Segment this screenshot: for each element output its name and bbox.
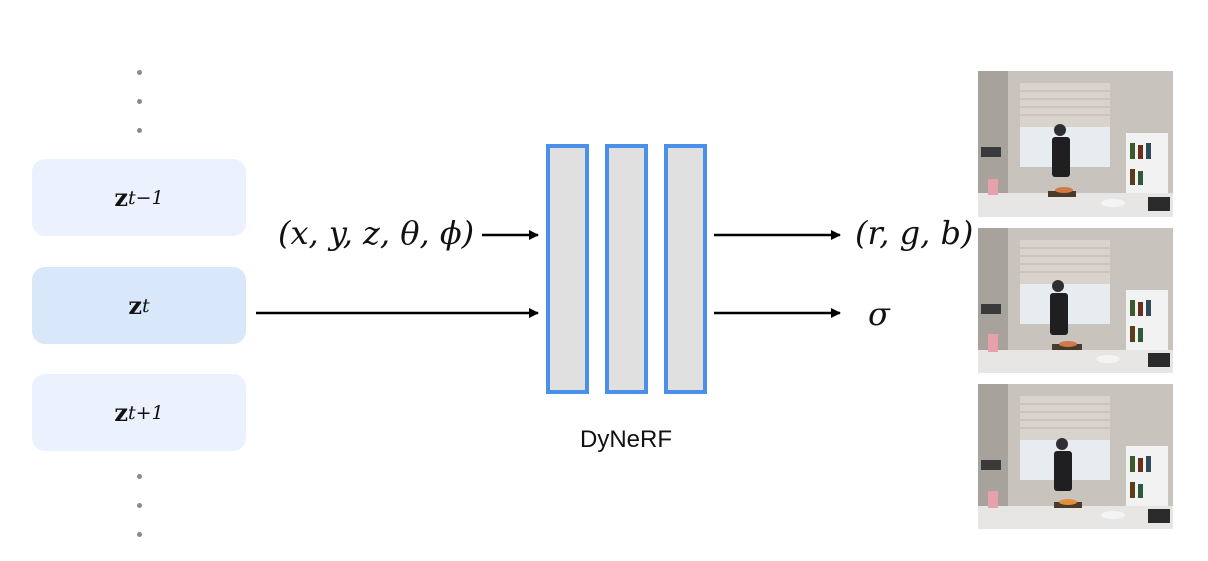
output-sigma-label: σ	[868, 295, 890, 333]
latent-subscript: t	[142, 294, 150, 317]
latent-subscript: t+1	[127, 401, 164, 424]
latent-symbol: z	[114, 398, 128, 427]
diagram-graphics	[256, 144, 841, 394]
mlp-layer-2	[605, 144, 648, 394]
ellipsis-top	[134, 70, 144, 157]
latent-subscript: t−1	[127, 186, 164, 209]
rendered-frame-current	[978, 228, 1173, 373]
kitchen-scene-image	[978, 228, 1173, 373]
rendered-frame-next	[978, 384, 1173, 529]
output-rgb-label: (r, g, b)	[855, 214, 974, 252]
network-label: DyNeRF	[580, 426, 673, 453]
kitchen-scene-image	[978, 71, 1173, 217]
rendered-frame-prev	[978, 71, 1173, 217]
latent-symbol: z	[114, 183, 128, 212]
input-coordinates-label: (x, y, z, θ, ϕ)	[278, 214, 475, 252]
mlp-layer-1	[546, 144, 589, 394]
mlp-layer-3	[664, 144, 707, 394]
kitchen-scene-image	[978, 384, 1173, 529]
latent-symbol: z	[128, 291, 142, 320]
ellipsis-bottom	[134, 474, 144, 561]
